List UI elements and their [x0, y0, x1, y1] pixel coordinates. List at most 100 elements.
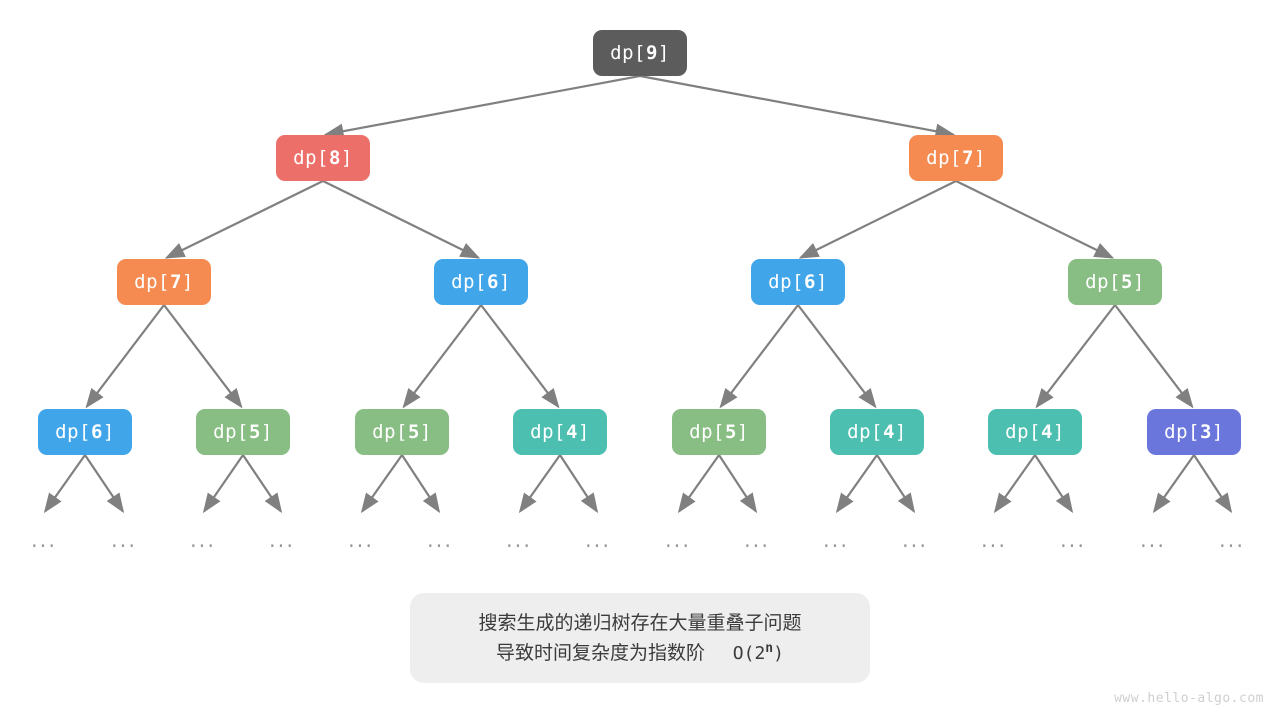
edge-n0-to-n01: [639, 74, 956, 139]
edge-n0000-to-l0: [43, 454, 86, 514]
edge-n0011-to-l7: [559, 454, 599, 514]
node-label-index: 3: [1199, 421, 1212, 443]
node-label-suffix: ]: [973, 147, 986, 169]
node-label-prefix: dp[: [293, 147, 329, 169]
edge-n00-to-n001: [322, 180, 481, 259]
edge-n0101-to-l10: [835, 454, 878, 514]
node-label-prefix: dp[: [372, 421, 408, 443]
node-label-index: 5: [248, 421, 261, 443]
leaf-ellipsis: ...: [426, 528, 454, 552]
complexity-exponent: n: [765, 640, 774, 656]
leaf-ellipsis: ...: [189, 528, 217, 552]
edge-n01-to-n010: [798, 180, 957, 259]
edge-n0001-to-l3: [242, 454, 283, 514]
node-label-prefix: dp[: [610, 42, 646, 64]
edge-n0101-to-l11: [876, 454, 916, 514]
node-label-suffix: ]: [1211, 421, 1224, 443]
tree-node-dp-7: dp[7]: [909, 135, 1003, 181]
complexity-close: ): [773, 642, 784, 664]
edge-n000-to-n0001: [163, 304, 243, 409]
leaf-ellipsis: ...: [505, 528, 533, 552]
node-label-suffix: ]: [340, 147, 353, 169]
tree-node-dp-5: dp[5]: [1068, 259, 1162, 305]
leaf-ellipsis: ...: [30, 528, 58, 552]
node-label-prefix: dp[: [451, 271, 487, 293]
edge-n011-to-n0110: [1035, 304, 1116, 409]
edge-n001-to-n0010: [402, 304, 482, 409]
node-label-index: 4: [565, 421, 578, 443]
node-label-prefix: dp[: [530, 421, 566, 443]
node-label-index: 8: [328, 147, 341, 169]
tree-node-dp-4: dp[4]: [830, 409, 924, 455]
edge-n0110-to-l12: [993, 454, 1036, 514]
edge-n00-to-n000: [164, 180, 324, 259]
node-label-prefix: dp[: [847, 421, 883, 443]
tree-node-dp-5: dp[5]: [196, 409, 290, 455]
edge-n0-to-n00: [323, 74, 641, 139]
tree-node-dp-6: dp[6]: [38, 409, 132, 455]
node-label-prefix: dp[: [1164, 421, 1200, 443]
edge-n010-to-n0101: [797, 304, 877, 409]
node-label-index: 5: [724, 421, 737, 443]
node-label-prefix: dp[: [926, 147, 962, 169]
leaf-ellipsis: ...: [743, 528, 771, 552]
caption-line-2: 导致时间复杂度为指数阶 O(2n): [496, 638, 784, 669]
tree-node-dp-8: dp[8]: [276, 135, 370, 181]
complexity-base: O(2: [732, 642, 766, 664]
leaf-ellipsis: ...: [1218, 528, 1246, 552]
node-label-prefix: dp[: [55, 421, 91, 443]
tree-node-dp-5: dp[5]: [355, 409, 449, 455]
edge-n0000-to-l1: [84, 454, 125, 514]
edge-n010-to-n0100: [719, 304, 799, 409]
edge-n0100-to-l8: [677, 454, 720, 514]
node-label-index: 4: [1040, 421, 1053, 443]
leaf-ellipsis: ...: [1139, 528, 1167, 552]
tree-node-dp-4: dp[4]: [513, 409, 607, 455]
edge-n000-to-n0000: [85, 304, 165, 409]
leaf-ellipsis: ...: [901, 528, 929, 552]
node-label-suffix: ]: [1132, 271, 1145, 293]
leaf-ellipsis: ...: [822, 528, 850, 552]
edge-n0111-to-l15: [1193, 454, 1233, 514]
node-label-suffix: ]: [894, 421, 907, 443]
edge-n0010-to-l5: [401, 454, 441, 514]
node-label-suffix: ]: [181, 271, 194, 293]
leaf-ellipsis: ...: [584, 528, 612, 552]
node-label-prefix: dp[: [768, 271, 804, 293]
edge-n0111-to-l14: [1152, 454, 1195, 514]
leaf-ellipsis: ...: [1059, 528, 1087, 552]
node-label-suffix: ]: [815, 271, 828, 293]
node-label-index: 6: [90, 421, 103, 443]
caption-box: 搜索生成的递归树存在大量重叠子问题 导致时间复杂度为指数阶 O(2n): [410, 593, 870, 683]
edge-n0011-to-l6: [518, 454, 561, 514]
node-label-index: 6: [803, 271, 816, 293]
node-label-suffix: ]: [577, 421, 590, 443]
leaf-ellipsis: ...: [268, 528, 296, 552]
node-label-index: 7: [961, 147, 974, 169]
node-label-suffix: ]: [498, 271, 511, 293]
edge-n0010-to-l4: [360, 454, 403, 514]
edge-n0100-to-l9: [718, 454, 758, 514]
complexity-notation: O(2n): [711, 640, 784, 664]
tree-node-dp-5: dp[5]: [672, 409, 766, 455]
edge-n0110-to-l13: [1034, 454, 1074, 514]
node-label-suffix: ]: [657, 42, 670, 64]
watermark: www.hello-algo.com: [1114, 691, 1264, 706]
node-label-suffix: ]: [419, 421, 432, 443]
tree-node-dp-6: dp[6]: [434, 259, 528, 305]
node-label-suffix: ]: [260, 421, 273, 443]
leaf-ellipsis: ...: [347, 528, 375, 552]
leaf-ellipsis: ...: [980, 528, 1008, 552]
leaf-ellipsis: ...: [110, 528, 138, 552]
node-label-suffix: ]: [102, 421, 115, 443]
node-label-suffix: ]: [1052, 421, 1065, 443]
node-label-index: 5: [407, 421, 420, 443]
node-label-index: 7: [169, 271, 182, 293]
node-label-prefix: dp[: [213, 421, 249, 443]
edge-n001-to-n0011: [480, 304, 560, 409]
node-label-index: 6: [486, 271, 499, 293]
edge-n011-to-n0111: [1114, 304, 1194, 409]
node-label-index: 9: [645, 42, 658, 64]
leaf-ellipsis: ...: [664, 528, 692, 552]
